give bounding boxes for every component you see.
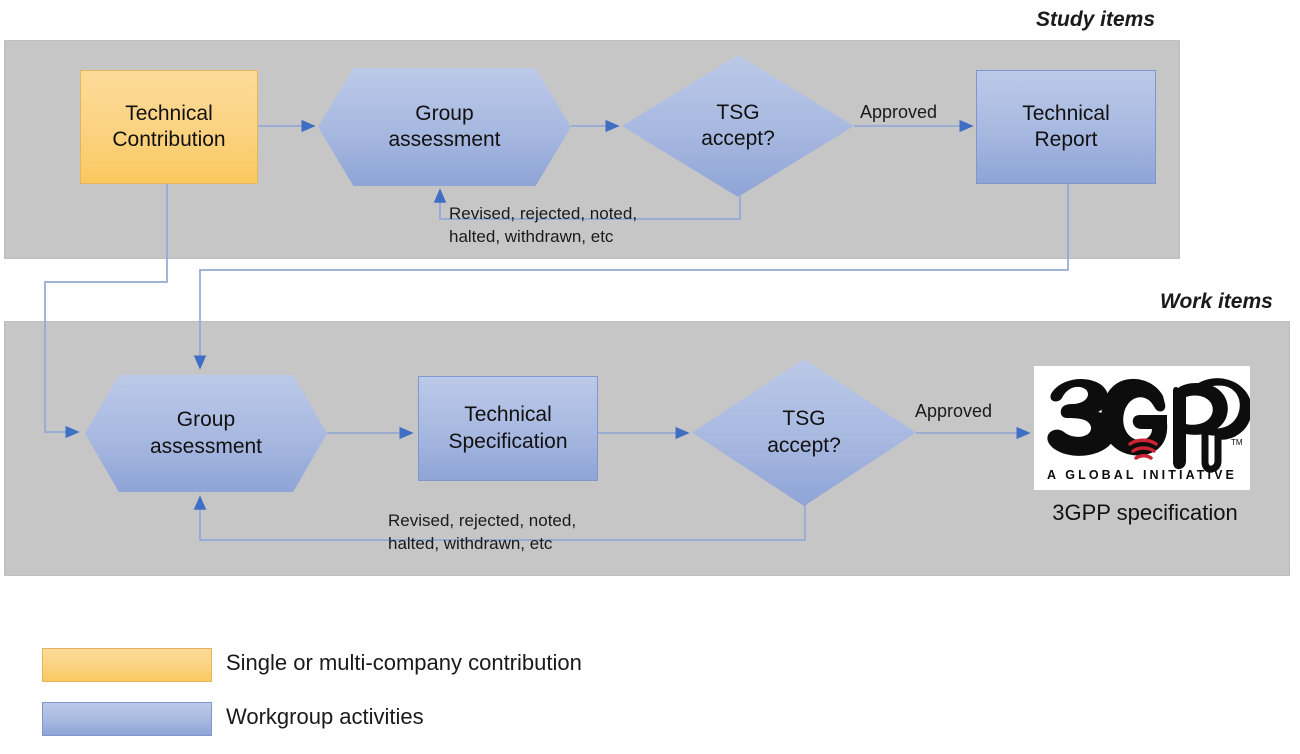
edge-label-approved-study: Approved	[860, 102, 938, 122]
node-label: Group assessment	[388, 101, 501, 151]
node-label: Technical Report	[1022, 101, 1110, 151]
node-technical-report[interactable]: Technical Report	[976, 70, 1156, 184]
legend-label-workgroup: Workgroup activities	[226, 704, 424, 729]
logo-tagline: A GLOBAL INITIATIVE	[1047, 468, 1237, 482]
3gpp-logo: TM A GLOBAL INITIATIVE	[1034, 366, 1250, 490]
node-label: Group assessment	[149, 408, 263, 458]
node-group-assessment-study[interactable]: Group assessment	[318, 68, 571, 186]
panel-title-work-items: Work items	[1160, 290, 1273, 313]
loop-label-line-2: halted, withdrawn, etc	[388, 533, 553, 553]
legend-swatch-contribution	[42, 648, 212, 682]
node-label: Technical Specification	[448, 403, 568, 453]
loop-label-line-1: Revised, rejected, noted,	[388, 511, 577, 530]
node-label: Technical Contribution	[112, 101, 226, 151]
loop-label-work: Revised, rejected, noted, halted, withdr…	[388, 510, 576, 556]
panel-title-study-items: Study items	[1036, 8, 1156, 31]
node-technical-specification[interactable]: Technical Specification	[418, 376, 598, 481]
loop-label-line-2: halted, withdrawn, etc	[449, 226, 614, 246]
node-label: TSG accept?	[767, 407, 841, 457]
legend-swatch-workgroup	[42, 702, 212, 736]
node-technical-contribution[interactable]: Technical Contribution	[80, 70, 258, 184]
node-label: TSG accept?	[701, 100, 775, 150]
loop-label-study: Revised, rejected, noted, halted, withdr…	[449, 203, 637, 249]
node-group-assessment-work[interactable]: Group assessment	[85, 375, 327, 492]
logo-caption-3gpp-specification: 3GPP specification	[1052, 500, 1238, 525]
legend-label-contribution: Single or multi-company contribution	[226, 650, 582, 675]
loop-label-line-1: Revised, rejected, noted,	[449, 204, 638, 223]
edge-label-approved-work: Approved	[915, 401, 993, 421]
trademark-symbol: TM	[1231, 438, 1243, 447]
